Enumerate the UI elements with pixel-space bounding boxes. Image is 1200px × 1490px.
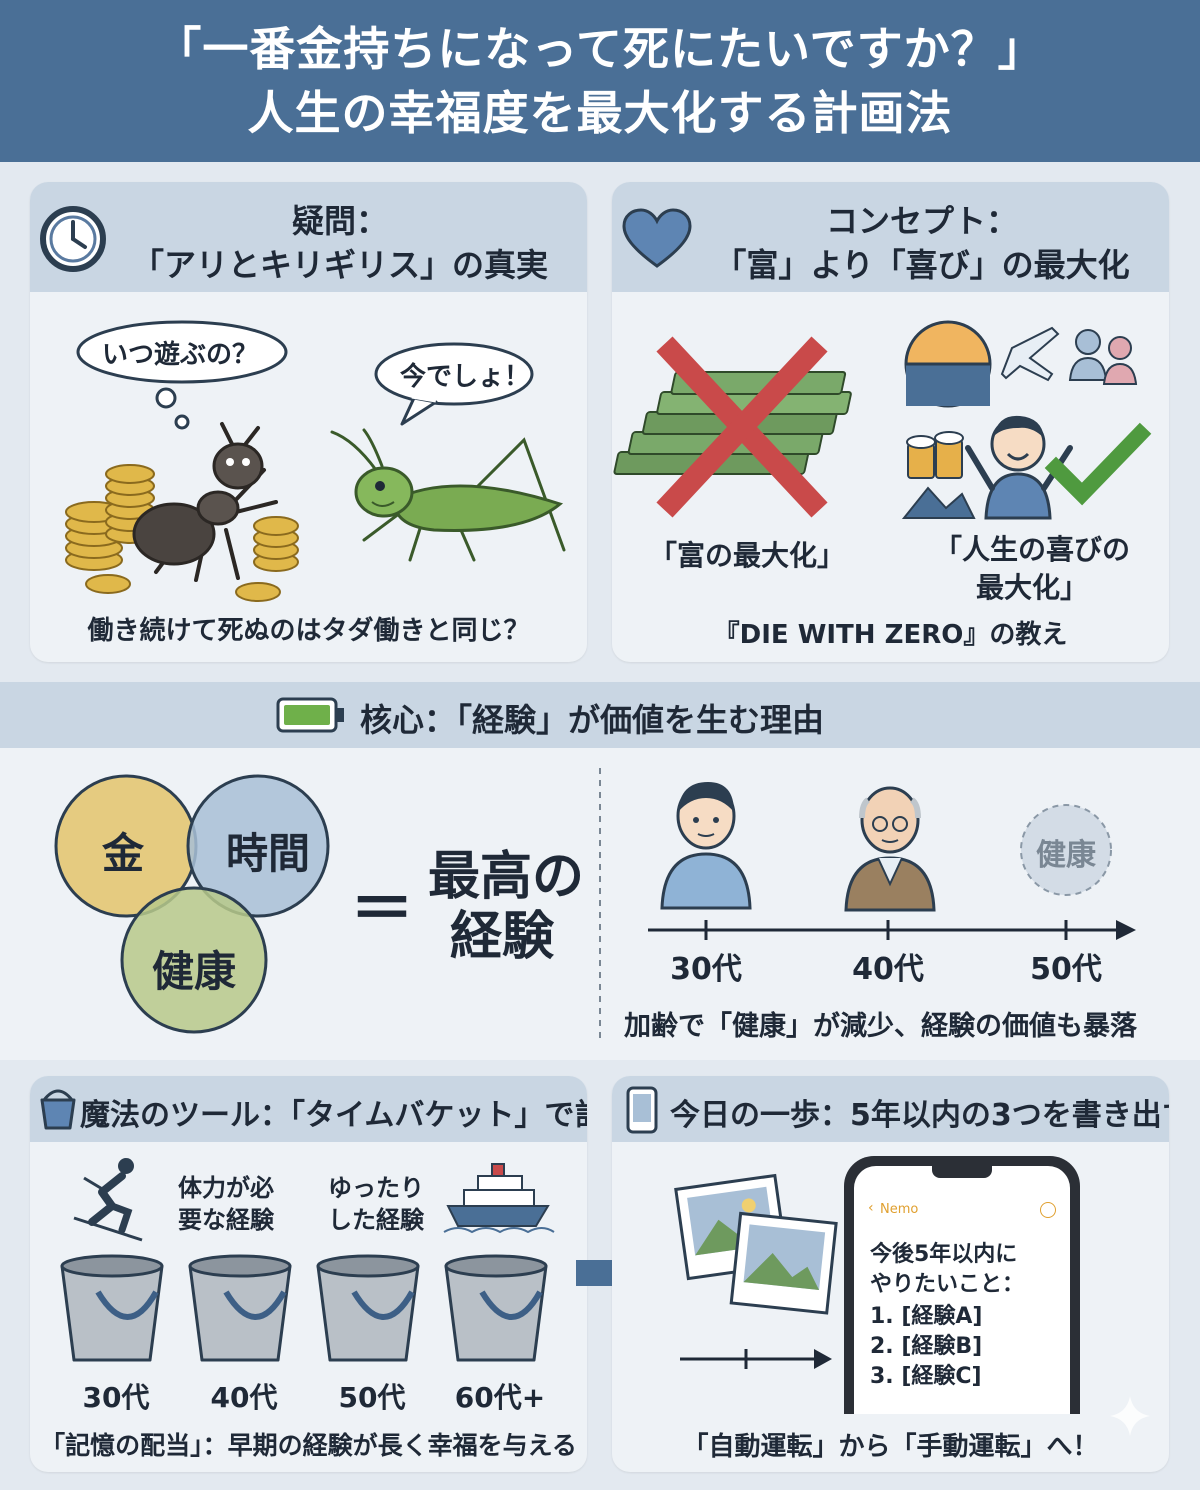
clock-icon — [40, 206, 106, 272]
todays-step-card-header — [612, 1076, 1169, 1142]
joy-maximize-label-line1: 「人生の喜びの — [933, 533, 1130, 566]
concept-card-header — [612, 182, 1169, 292]
equals-sign: ＝ — [350, 873, 414, 947]
progress-line-arrow — [680, 1349, 832, 1369]
heart-icon — [622, 208, 692, 268]
grasshopper-speech-bubble — [374, 342, 534, 426]
question-caption: 働き続けて死ぬのはタダ働きと同じ？ — [87, 616, 530, 646]
sparkle-icon — [1110, 1396, 1150, 1436]
age-timeline — [648, 920, 1136, 940]
time-buckets-row — [60, 1252, 578, 1372]
time-bucket-card: 魔法のツール：「タイムバケット」で計画 体力が必 要な経験 ゆったり した経験 … — [30, 1076, 587, 1472]
venn-money-label: 金 — [102, 829, 145, 878]
bucket-label-30s: 30代 — [82, 1381, 150, 1414]
smartphone-mockup: ‹ Nemo 今後5年以内に やりたいこと： 1. [経験A] 2. [経験B]… — [844, 1156, 1080, 1414]
venn-diagram — [54, 774, 330, 1034]
core-caption: 加齢で「健康」が減少、経験の価値も暴落 — [624, 1011, 1137, 1042]
time-bucket-caption: 「記憶の配当」：早期の経験が長く幸福を与える — [40, 1431, 577, 1460]
core-section-title: 核心：「経験」が価値を生む理由 — [360, 701, 825, 739]
page-title-line2: 人生の幸福度を最大化する計画法 — [247, 86, 953, 140]
money-crossed-out-icon — [613, 336, 852, 518]
todays-step-caption: 「自動運転」から「手動運転」へ！ — [682, 1432, 1099, 1462]
relaxed-experience-line2: した経験 — [328, 1206, 424, 1234]
question-title-line2: 「アリとキリギリス」の真実 — [131, 246, 548, 284]
physical-experience-line2: 要な経験 — [178, 1206, 274, 1234]
venn-time-label: 時間 — [226, 829, 311, 878]
section-divider — [599, 768, 601, 1038]
concept-card: コンセプト： 「富」より「喜び」の最大化 「富の最大化」 — [612, 182, 1169, 662]
timeline-tick-40s: 40代 — [852, 952, 924, 987]
faded-health-circle — [1020, 804, 1112, 896]
best-experience-line2: 経験 — [450, 907, 555, 967]
physical-experience-line1: 体力が必 — [178, 1174, 274, 1202]
time-bucket-title: 魔法のツール：「タイムバケット」で計画 — [80, 1098, 587, 1133]
phone-note-line1: 今後5年以内に — [870, 1242, 1018, 1267]
skier-icon — [73, 1158, 143, 1242]
wealth-maximize-label: 「富の最大化」 — [648, 539, 845, 572]
relaxed-experience-line1: ゆったり — [328, 1174, 424, 1202]
bucket-icon — [40, 1089, 76, 1130]
question-card-header — [30, 182, 587, 292]
question-card: 疑問： 「アリとキリギリス」の真実 いつ遊ぶの？ 今でしょ！ — [30, 182, 587, 662]
ant-bubble-text: いつ遊ぶの？ — [102, 340, 259, 370]
core-section-body: 金 時間 健康 ＝ 最高の 経験 健康 30代 40代 50代 加齢で — [0, 748, 1200, 1060]
time-bucket-card-header — [30, 1076, 587, 1142]
grasshopper-illustration — [330, 428, 566, 562]
concept-title-line2: 「富」より「喜び」の最大化 — [714, 246, 1130, 284]
ant-speech-bubble — [76, 320, 288, 430]
todays-step-title: 今日の一歩：5年以内の3つを書き出す — [670, 1098, 1169, 1133]
ant-illustration — [132, 422, 278, 582]
page-title-line1: 「一番金持ちになって死にたいですか？」 — [155, 22, 1045, 76]
phone-app-name: Nemo — [880, 1202, 919, 1217]
phone-note-item-2: 2. [経験B] — [870, 1334, 983, 1359]
phone-back-chevron[interactable]: ‹ — [868, 1200, 874, 1216]
best-experience-line1: 最高の — [428, 847, 585, 907]
venn-health-label: 健康 — [152, 947, 237, 996]
concept-caption: 『DIE WITH ZERO』の教え — [713, 620, 1068, 650]
phone-notch — [932, 1166, 992, 1178]
concept-title-line1: コンセプト： — [825, 202, 1018, 240]
bucket-label-50s: 50代 — [338, 1381, 406, 1414]
phone-more-icon[interactable] — [1040, 1202, 1056, 1218]
smartphone-icon — [626, 1086, 658, 1134]
young-person-illustration — [660, 782, 752, 910]
life-joy-illustration — [901, 320, 1152, 520]
timeline-tick-30s: 30代 — [670, 952, 742, 987]
joy-maximize-label-line2: 最大化」 — [975, 571, 1088, 604]
timeline-tick-50s: 50代 — [1030, 952, 1102, 987]
page-header: 「一番金持ちになって死にたいですか？」 人生の幸福度を最大化する計画法 — [0, 0, 1200, 162]
elderly-person-illustration — [844, 786, 936, 912]
todays-step-card: 今日の一歩：5年以内の3つを書き出す ‹ Nemo 今後5年以内に やりたいこと… — [612, 1076, 1169, 1472]
phone-screen: ‹ Nemo 今後5年以内に やりたいこと： 1. [経験A] 2. [経験B]… — [854, 1166, 1070, 1414]
phone-note-item-1: 1. [経験A] — [870, 1304, 983, 1329]
photos-icon — [674, 1173, 838, 1315]
core-section-header: 核心：「経験」が価値を生む理由 — [0, 682, 1200, 748]
cruise-ship-icon — [443, 1163, 555, 1234]
faded-health-label: 健康 — [1036, 838, 1096, 873]
question-title-line1: 疑問： — [291, 202, 388, 240]
bucket-label-40s: 40代 — [210, 1381, 278, 1414]
phone-note-line2: やりたいこと： — [870, 1272, 1025, 1297]
bucket-label-60s-plus: 60代+ — [454, 1381, 546, 1414]
battery-icon — [276, 697, 344, 733]
grasshopper-bubble-text: 今でしょ！ — [400, 362, 531, 392]
phone-note-item-3: 3. [経験C] — [870, 1364, 982, 1389]
